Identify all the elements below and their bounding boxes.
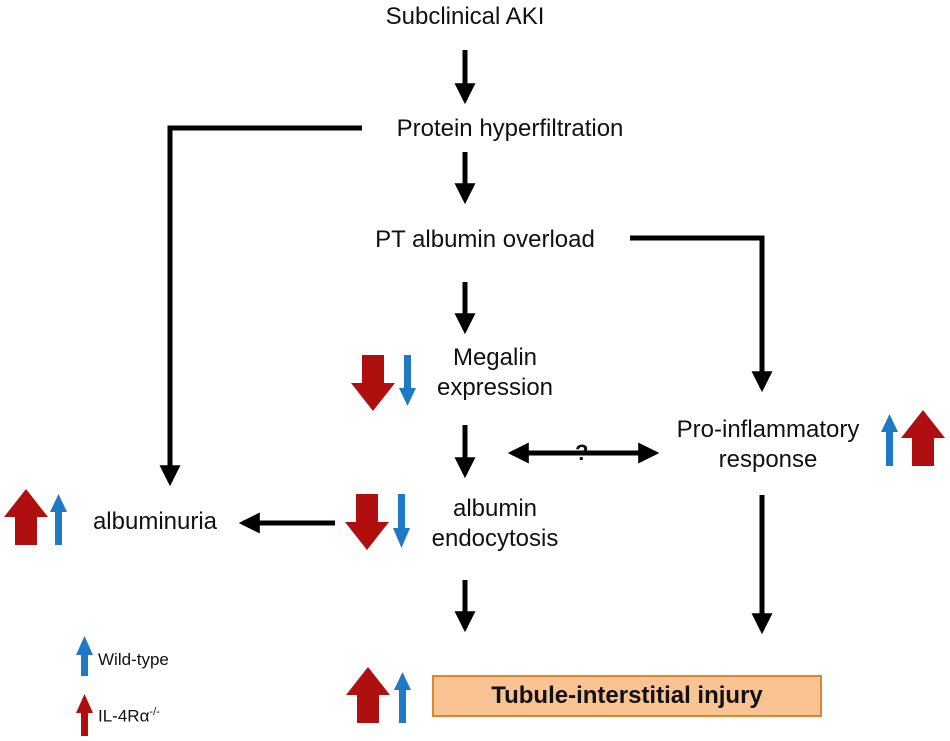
legend-icons (76, 636, 93, 736)
wildtype-up-arrow-inflammatory (881, 414, 898, 466)
unknown-link-label: ? (575, 440, 589, 465)
node-pro-inflammatory-response: Pro-inflammatory response (676, 416, 860, 473)
knockout-up-arrow-albuminuria (4, 489, 48, 545)
node-albuminuria: albuminuria (92, 508, 218, 535)
inflammatory-indicators (881, 410, 945, 466)
node-pt-albumin-overload: PT albumin overload (375, 226, 595, 253)
megalin-indicators (351, 355, 416, 411)
legend-wildtype-arrow-icon (76, 636, 93, 676)
node-megalin-expression: Megalin expression (436, 344, 554, 401)
node-tubule-interstitial-injury: Tubule-interstitial injury (432, 675, 822, 717)
knockout-down-arrow-megalin (351, 355, 395, 411)
endocytosis-indicators (345, 494, 410, 550)
tubule-interstitial-injury-label: Tubule-interstitial injury (491, 682, 763, 709)
wildtype-down-arrow-megalin (399, 355, 416, 406)
wildtype-down-arrow-endocytosis (393, 494, 410, 548)
wildtype-up-arrow-albuminuria (50, 494, 67, 545)
legend-wild-type-label: Wild-type (98, 650, 169, 669)
legend-il4ra-superscript: -/- (149, 706, 160, 718)
arrow-overload-to-inflammatory (630, 235, 773, 393)
wildtype-up-arrow-injury (394, 672, 411, 723)
albuminuria-indicators (4, 489, 67, 545)
injury-indicators (346, 667, 411, 723)
node-albumin-endocytosis: albumin endocytosis (431, 495, 559, 552)
legend-il4ra-text: IL-4Rα (98, 706, 150, 726)
node-subclinical-aki: Subclinical AKI (385, 3, 545, 30)
node-protein-hyperfiltration: Protein hyperfiltration (396, 115, 624, 142)
knockout-up-arrow-injury (346, 667, 390, 723)
arrow-hyperfiltration-to-albuminuria (159, 125, 362, 487)
legend-il4ra-label: IL-4Rα-/- (98, 706, 160, 727)
legend-knockout-arrow-icon (76, 694, 93, 736)
knockout-up-arrow-inflammatory (901, 410, 945, 466)
knockout-down-arrow-endocytosis (345, 494, 389, 550)
